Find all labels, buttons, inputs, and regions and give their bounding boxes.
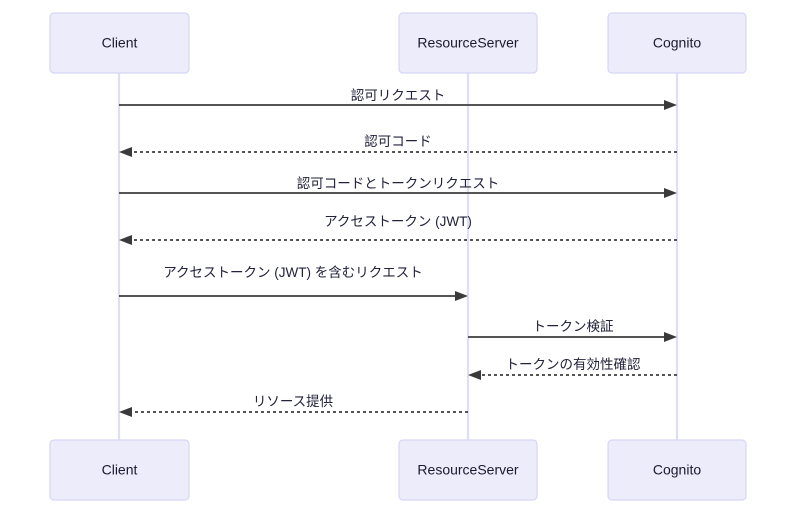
arrow-head-right	[455, 291, 468, 301]
messages-group: 認可リクエスト 認可コード 認可コードとトークンリクエスト アクセストークン (…	[119, 88, 677, 417]
arrow-head-left	[119, 235, 132, 245]
participant-box-cognito-bottom[interactable]: Cognito	[607, 439, 747, 501]
message-4-access-token[interactable]: アクセストークン (JWT)	[119, 214, 677, 245]
participant-box-rect	[398, 12, 538, 74]
participant-box-resourceserver-bottom[interactable]: ResourceServer	[398, 439, 538, 501]
message-1-authorization-request[interactable]: 認可リクエスト	[119, 88, 677, 110]
participant-label-resourceserver-bottom: ResourceServer	[417, 462, 518, 478]
arrow-head-left	[119, 407, 132, 417]
participant-label-resourceserver-top: ResourceServer	[417, 35, 518, 51]
message-label: リソース提供	[253, 394, 333, 409]
message-label: アクセストークン (JWT) を含むリクエスト	[163, 265, 423, 280]
message-2-authorization-code[interactable]: 認可コード	[119, 134, 677, 157]
message-7-token-validity-confirmation[interactable]: トークンの有効性確認	[468, 357, 677, 380]
message-label: 認可リクエスト	[351, 88, 446, 103]
arrow-head-left	[119, 147, 132, 157]
arrow-head-right	[664, 100, 677, 110]
participant-box-rect	[607, 12, 747, 74]
arrow-head-right	[664, 332, 677, 342]
participant-box-cognito-top[interactable]: Cognito	[607, 12, 747, 74]
message-3-code-and-token-request[interactable]: 認可コードとトークンリクエスト	[119, 176, 677, 198]
message-6-token-verification[interactable]: トークン検証	[468, 319, 677, 342]
participant-boxes-bottom: Client ResourceServer Cognito	[49, 439, 747, 501]
arrow-head-left	[468, 370, 481, 380]
participant-box-rect	[398, 439, 538, 501]
participant-label-client-top: Client	[102, 35, 138, 51]
arrow-head-right	[664, 188, 677, 198]
message-5-request-with-access-token[interactable]: アクセストークン (JWT) を含むリクエスト	[119, 265, 468, 301]
message-label: 認可コードとトークンリクエスト	[297, 176, 500, 191]
participant-label-cognito-bottom: Cognito	[653, 462, 701, 478]
participant-box-resourceserver-top[interactable]: ResourceServer	[398, 12, 538, 74]
message-label: トークンの有効性確認	[506, 357, 641, 372]
participant-label-cognito-top: Cognito	[653, 35, 701, 51]
participant-box-client-bottom[interactable]: Client	[49, 439, 190, 501]
message-label: アクセストークン (JWT)	[324, 214, 472, 229]
participant-box-rect	[49, 12, 190, 74]
message-label: トークン検証	[533, 319, 614, 334]
participant-box-client-top[interactable]: Client	[49, 12, 190, 74]
participant-box-rect	[607, 439, 747, 501]
participant-label-client-bottom: Client	[102, 462, 138, 478]
lifelines-group	[117, 73, 679, 440]
message-label: 認可コード	[364, 134, 432, 149]
participant-box-rect	[49, 439, 190, 501]
message-8-provide-resource[interactable]: リソース提供	[119, 394, 468, 417]
participant-boxes-top: Client ResourceServer Cognito	[49, 12, 747, 74]
